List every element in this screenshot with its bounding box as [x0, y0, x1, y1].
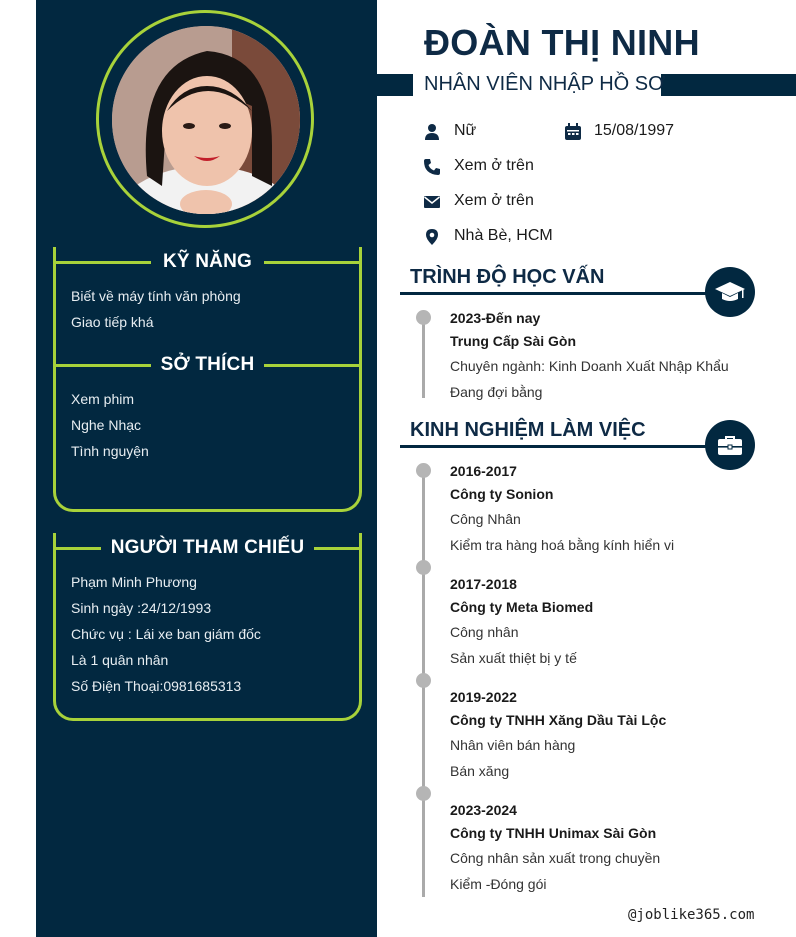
- reference-item: Sinh ngày :24/12/1993: [71, 600, 212, 616]
- job-date: 2023-2024: [450, 802, 517, 818]
- job-company: Công ty TNHH Xăng Dầu Tài Lộc: [450, 712, 667, 728]
- timeline-dot: [416, 786, 431, 801]
- job-company: Công ty TNHH Unimax Sài Gòn: [450, 825, 657, 841]
- education-date: 2023-Đến nay: [450, 310, 541, 326]
- hobby-item: Xem phim: [71, 391, 135, 407]
- phone-icon: [424, 159, 440, 175]
- calendar-icon: [565, 123, 581, 140]
- job-position: Công Nhân: [450, 511, 521, 527]
- avatar: [112, 26, 300, 214]
- references-panel: [53, 533, 362, 721]
- job-position: Nhân viên bán hàng: [450, 737, 576, 753]
- user-icon: [425, 124, 439, 140]
- phone-text: Xem ở trên: [454, 157, 534, 174]
- email-text: Xem ở trên: [454, 192, 534, 209]
- watermark-text: @joblike365.com: [628, 907, 755, 923]
- references-title: NGƯỜI THAM CHIẾU: [53, 537, 362, 559]
- experience-title: KINH NGHIỆM LÀM VIỆC: [410, 419, 646, 441]
- job-position: Công nhân: [450, 624, 519, 640]
- timeline-dot: [416, 673, 431, 688]
- hobbies-title: SỞ THÍCH: [53, 354, 362, 376]
- job-date: 2019-2022: [450, 689, 517, 705]
- hobby-item: Nghe Nhạc: [71, 417, 142, 433]
- skill-item: Biết về máy tính văn phòng: [71, 288, 241, 304]
- job-company: Công ty Sonion: [450, 486, 554, 502]
- education-title: TRÌNH ĐỘ HỌC VẤN: [410, 266, 605, 288]
- reference-item: Là 1 quân nhân: [71, 652, 169, 668]
- birthday-text: 15/08/1997: [594, 122, 675, 139]
- education-icon-circle: [705, 267, 755, 317]
- job-company: Công ty Meta Biomed: [450, 599, 594, 615]
- education-divider: [400, 292, 720, 295]
- title-bar-right: [661, 74, 796, 96]
- timeline-dot: [416, 560, 431, 575]
- gender-text: Nữ: [454, 122, 477, 139]
- education-timeline: [422, 318, 425, 398]
- envelope-icon: [424, 196, 440, 208]
- reference-item: Phạm Minh Phương: [71, 574, 197, 590]
- skill-item: Giao tiếp khá: [71, 314, 154, 330]
- job-date: 2016-2017: [450, 463, 517, 479]
- location-pin-icon: [426, 229, 438, 245]
- job-description: Kiểm -Đóng gói: [450, 876, 547, 892]
- briefcase-icon: [718, 436, 742, 455]
- skills-hobbies-panel: [53, 247, 362, 512]
- education-major: Chuyên ngành: Kinh Doanh Xuất Nhập Khẩu: [450, 358, 729, 374]
- job-description: Kiểm tra hàng hoá bằng kính hiển vi: [450, 537, 675, 553]
- hobby-item: Tình nguyện: [71, 443, 149, 459]
- reference-item: Chức vụ : Lái xe ban giám đốc: [71, 626, 261, 642]
- timeline-dot: [416, 310, 431, 325]
- education-status: Đang đợi bằng: [450, 384, 543, 400]
- job-position: Công nhân sản xuất trong chuyền: [450, 850, 661, 866]
- graduation-cap-icon: [715, 282, 745, 301]
- skills-title: KỸ NĂNG: [53, 251, 362, 273]
- reference-item: Số Điện Thoại:0981685313: [71, 678, 242, 694]
- timeline-dot: [416, 463, 431, 478]
- job-description: Bán xăng: [450, 763, 510, 779]
- education-school: Trung Cấp Sài Gòn: [450, 333, 577, 349]
- job-description: Sản xuất thiệt bị y tế: [450, 650, 577, 666]
- candidate-name: ĐOÀN THỊ NINH: [424, 22, 700, 63]
- job-title: NHÂN VIÊN NHẬP HỒ SƠ: [424, 73, 666, 95]
- experience-icon-circle: [705, 420, 755, 470]
- job-date: 2017-2018: [450, 576, 517, 592]
- address-text: Nhà Bè, HCM: [454, 227, 553, 244]
- experience-divider: [400, 445, 720, 448]
- avatar-ring: [96, 10, 314, 228]
- title-bar-left: [377, 74, 413, 96]
